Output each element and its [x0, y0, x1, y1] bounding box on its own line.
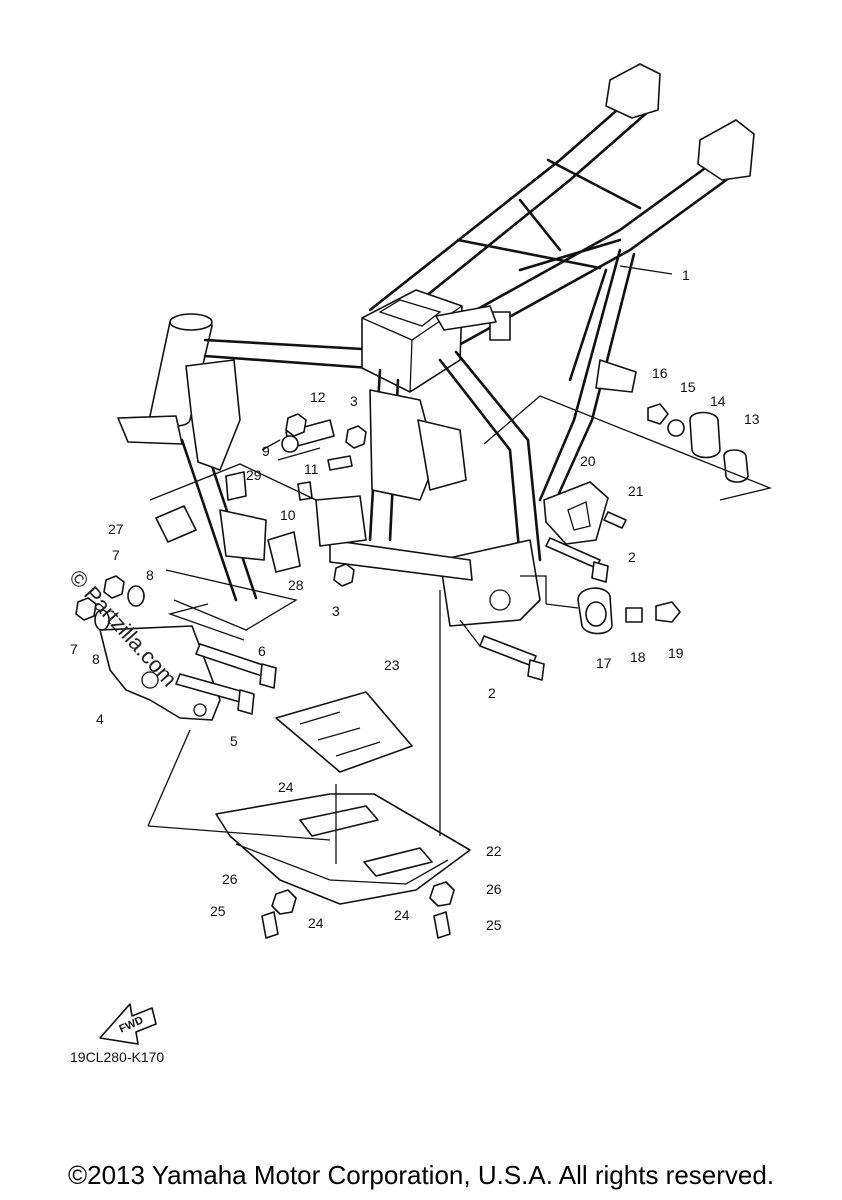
callout-9: 9 — [262, 443, 270, 459]
callout-2-upper: 2 — [628, 549, 636, 565]
callout-13: 13 — [744, 411, 760, 427]
callout-2-lower: 2 — [488, 685, 496, 701]
callout-17: 17 — [596, 655, 612, 671]
callout-24-upper: 24 — [278, 779, 294, 795]
callout-14: 14 — [710, 393, 726, 409]
callout-8-lower: 8 — [92, 651, 100, 667]
callout-3-lower: 3 — [332, 603, 340, 619]
callout-15: 15 — [680, 379, 696, 395]
callout-1: 1 — [682, 267, 690, 283]
callout-5: 5 — [230, 733, 238, 749]
diagram-code: 19CL280-K170 — [70, 1049, 164, 1065]
callout-12: 12 — [310, 389, 326, 405]
callout-29: 29 — [246, 467, 262, 483]
callout-6: 6 — [258, 643, 266, 659]
detached-parts — [75, 403, 749, 1045]
callout-24-right: 24 — [394, 907, 410, 923]
callout-19: 19 — [668, 645, 684, 661]
callout-7-lower: 7 — [70, 641, 78, 657]
callout-16: 16 — [652, 365, 668, 381]
callout-3-upper: 3 — [350, 393, 358, 409]
callout-25-left: 25 — [210, 903, 226, 919]
callout-28: 28 — [288, 577, 304, 593]
callout-26-left: 26 — [222, 871, 238, 887]
leader-lines — [147, 265, 773, 864]
callout-23: 23 — [384, 657, 400, 673]
callout-18: 18 — [630, 649, 646, 665]
callout-8-upper: 8 — [146, 567, 154, 583]
callout-25-right: 25 — [486, 917, 502, 933]
callout-22: 22 — [486, 843, 502, 859]
callout-11: 11 — [304, 461, 319, 477]
callout-7-upper: 7 — [112, 547, 120, 563]
callout-10: 10 — [280, 507, 296, 523]
callout-27: 27 — [108, 521, 124, 537]
callout-4: 4 — [96, 711, 104, 727]
main-frame — [117, 63, 755, 627]
callout-26-right: 26 — [486, 881, 502, 897]
copyright-notice: ©2013 Yamaha Motor Corporation, U.S.A. A… — [67, 1160, 775, 1190]
callout-21: 21 — [628, 483, 644, 499]
callout-20: 20 — [580, 453, 596, 469]
callout-24-left: 24 — [308, 915, 324, 931]
